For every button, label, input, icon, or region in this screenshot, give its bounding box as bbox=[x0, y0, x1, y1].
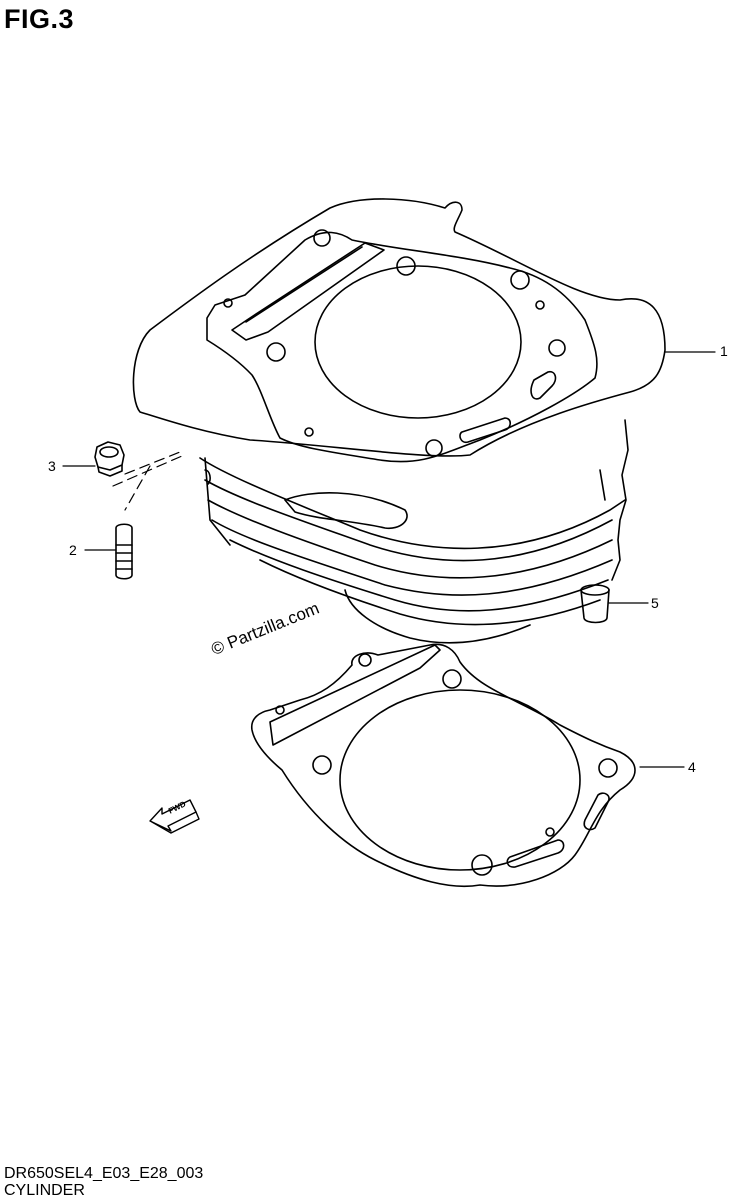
callout-leaders bbox=[63, 352, 715, 767]
dowel-pin-part bbox=[581, 585, 609, 623]
figure-title: FIG.3 bbox=[4, 4, 75, 34]
callout-3[interactable]: 3 bbox=[48, 458, 56, 474]
callout-1[interactable]: 1 bbox=[720, 343, 728, 359]
stud-part bbox=[116, 524, 132, 579]
diagram-code: DR650SEL4_E03_E28_003 bbox=[4, 1165, 204, 1182]
forward-direction-arrow bbox=[150, 800, 199, 833]
callout-5[interactable]: 5 bbox=[651, 595, 659, 611]
callout-4[interactable]: 4 bbox=[688, 759, 696, 775]
base-gasket-part bbox=[252, 644, 635, 886]
cylinder-part bbox=[133, 199, 665, 643]
diagram-name: CYLINDER bbox=[4, 1182, 85, 1199]
nut-part bbox=[95, 442, 124, 476]
callout-2[interactable]: 2 bbox=[69, 542, 77, 558]
